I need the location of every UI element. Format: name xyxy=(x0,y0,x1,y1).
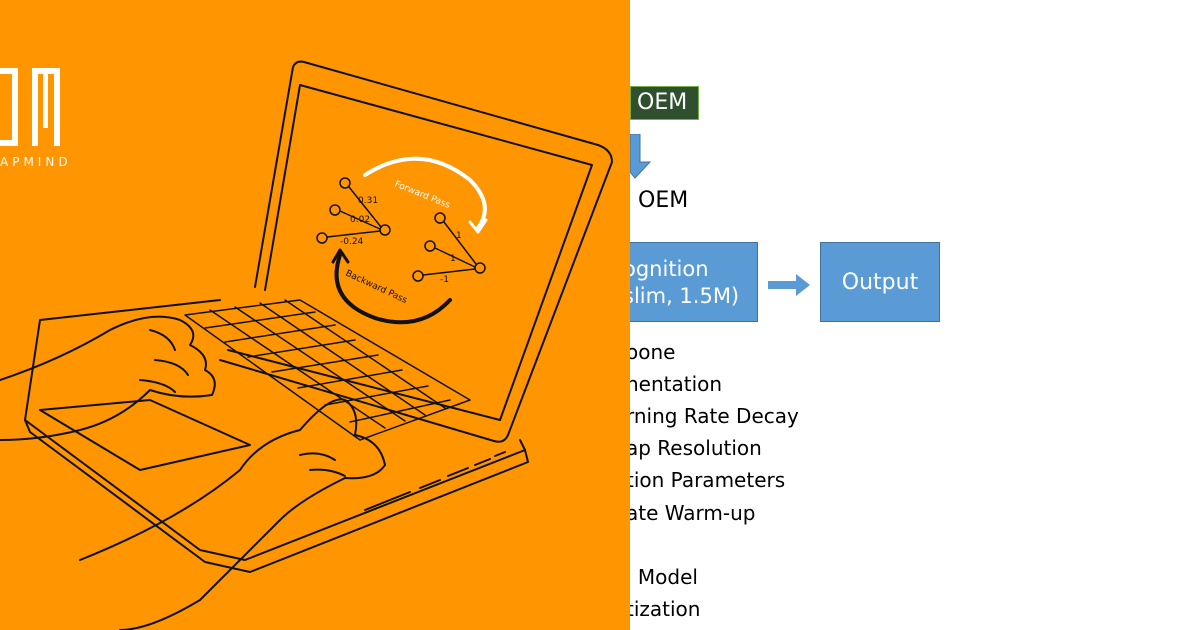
recognition-box: ognition slim, 1.5M) xyxy=(630,242,758,322)
list-item: ate Warm-up xyxy=(630,501,756,525)
grad-1: 1 xyxy=(456,231,462,241)
down-arrow-icon xyxy=(630,134,652,179)
right-arrow-icon xyxy=(768,274,810,296)
grad-3: -1 xyxy=(440,275,449,285)
laptop-screen xyxy=(227,84,593,421)
logo-mark xyxy=(0,68,60,146)
grad-2: 1 xyxy=(450,254,456,264)
recognition-line2: slim, 1.5M) xyxy=(630,284,740,308)
list-item: l Model xyxy=(630,565,698,589)
list-item: rning Rate Decay xyxy=(630,404,799,428)
laptop-base xyxy=(24,299,526,561)
laptop-illustration: 0.31 0.02 -0.24 1 1 -1 Forward Pass Back… xyxy=(0,60,613,630)
forward-arrow xyxy=(363,156,487,230)
left-hand xyxy=(0,315,216,441)
network-graph xyxy=(316,177,486,282)
trackpad xyxy=(39,399,251,471)
right-hand xyxy=(79,398,386,630)
list-item: tion Parameters xyxy=(630,468,786,492)
oem-pill: OEM xyxy=(630,86,699,120)
keyboard xyxy=(184,299,471,441)
list-item: ap Resolution xyxy=(630,436,762,460)
oem-subheading: OEM xyxy=(638,188,689,213)
backward-arrow xyxy=(334,253,452,325)
laptop-lid xyxy=(219,60,613,443)
slide-panel: OEM OEM ognition slim, 1.5M) Output oone… xyxy=(630,0,1200,630)
list-item: tization xyxy=(630,597,701,621)
weight-2: 0.02 xyxy=(350,215,370,225)
hero-illustration-panel: 0.31 0.02 -0.24 1 1 -1 Forward Pass Back… xyxy=(0,0,630,630)
list-item: nentation xyxy=(630,372,723,396)
forward-label: Forward Pass xyxy=(393,180,452,211)
output-box: Output xyxy=(820,242,940,322)
logo-wordmark: APMIND xyxy=(0,155,72,169)
list-item: oone xyxy=(630,340,676,364)
backward-label: Backward Pass xyxy=(344,269,409,306)
recognition-line1: ognition xyxy=(630,257,709,281)
weight-3: -0.24 xyxy=(340,237,364,247)
weight-1: 0.31 xyxy=(358,196,378,206)
